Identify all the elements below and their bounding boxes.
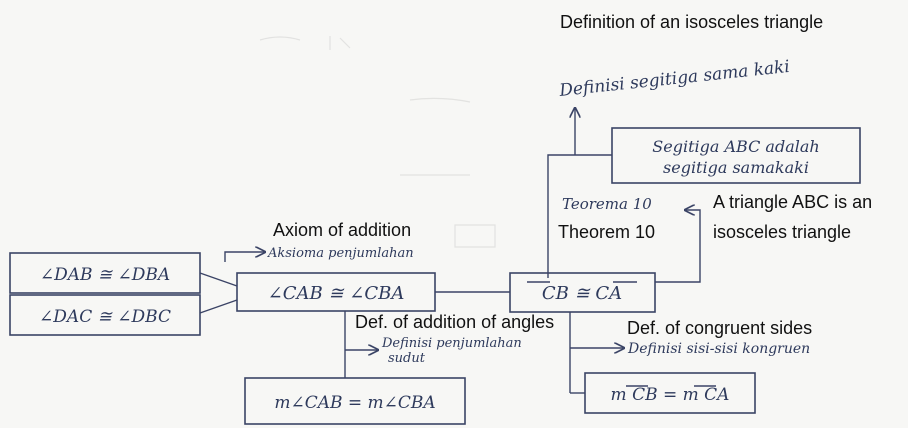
erased-pencil-marks — [259, 36, 496, 248]
caption-def-angles: Def. of addition of angles — [355, 312, 554, 332]
box-cab-cba: ∠CAB ≅ ∠CBA — [236, 272, 436, 312]
box-dac-dbc: ∠DAC ≅ ∠DBC — [9, 294, 201, 336]
connectors — [199, 108, 701, 394]
caption-axiom: Axiom of addition — [273, 220, 411, 240]
caption-theorem: Theorem 10 — [558, 222, 655, 242]
box-dab-dba: ∠DAB ≅ ∠DBA — [9, 252, 201, 294]
box-m-cab-cba: m∠CAB = m∠CBA — [244, 377, 466, 425]
caption-triangle-line2: isosceles triangle — [713, 222, 851, 242]
box-dab-dba-text: ∠DAB ≅ ∠DBA — [40, 265, 170, 285]
box-m-cb-ca: m CB = m CA — [584, 372, 756, 414]
label-aksioma: Aksioma penjumlahan — [267, 246, 414, 261]
label-teorema: Teorema 10 — [562, 195, 652, 213]
connector-cb-right — [655, 210, 701, 283]
caption-def-sides: Def. of congruent sides — [627, 318, 812, 338]
box-segitiga-line1: Segitiga ABC adalah — [652, 137, 819, 156]
caption-triangle-line1: A triangle ABC is an — [713, 192, 872, 212]
label-definisi-sudut-1: Definisi penjumlahan — [381, 336, 522, 351]
box-cb-ca-text: CB ≅ CA — [542, 283, 622, 304]
label-definisi-segitiga: Definisi segitiga sama kaki — [557, 57, 790, 101]
box-cab-cba-text: ∠CAB ≅ ∠CBA — [268, 283, 405, 304]
box-m-cb-ca-text: m CB = m CA — [611, 385, 730, 405]
connector-dab-to-cab — [199, 272, 238, 287]
box-segitiga-line2: segitiga samakaki — [663, 158, 809, 177]
caption-isosceles-def: Definition of an isosceles triangle — [560, 12, 823, 32]
arrow-to-aksioma — [224, 252, 265, 262]
connector-dac-to-cab — [199, 299, 238, 314]
box-dac-dbc-text: ∠DAC ≅ ∠DBC — [39, 307, 171, 327]
label-definisi-sudut-2: sudut — [388, 351, 426, 366]
connector-cb-to-segitiga — [547, 154, 612, 278]
label-definisi-sisi: Definisi sisi-sisi kongruen — [627, 341, 810, 357]
box-cb-ca: CB ≅ CA — [509, 272, 656, 313]
box-segitiga: Segitiga ABC adalah segitiga samakaki — [611, 127, 861, 184]
box-m-cab-cba-text: m∠CAB = m∠CBA — [274, 393, 435, 413]
